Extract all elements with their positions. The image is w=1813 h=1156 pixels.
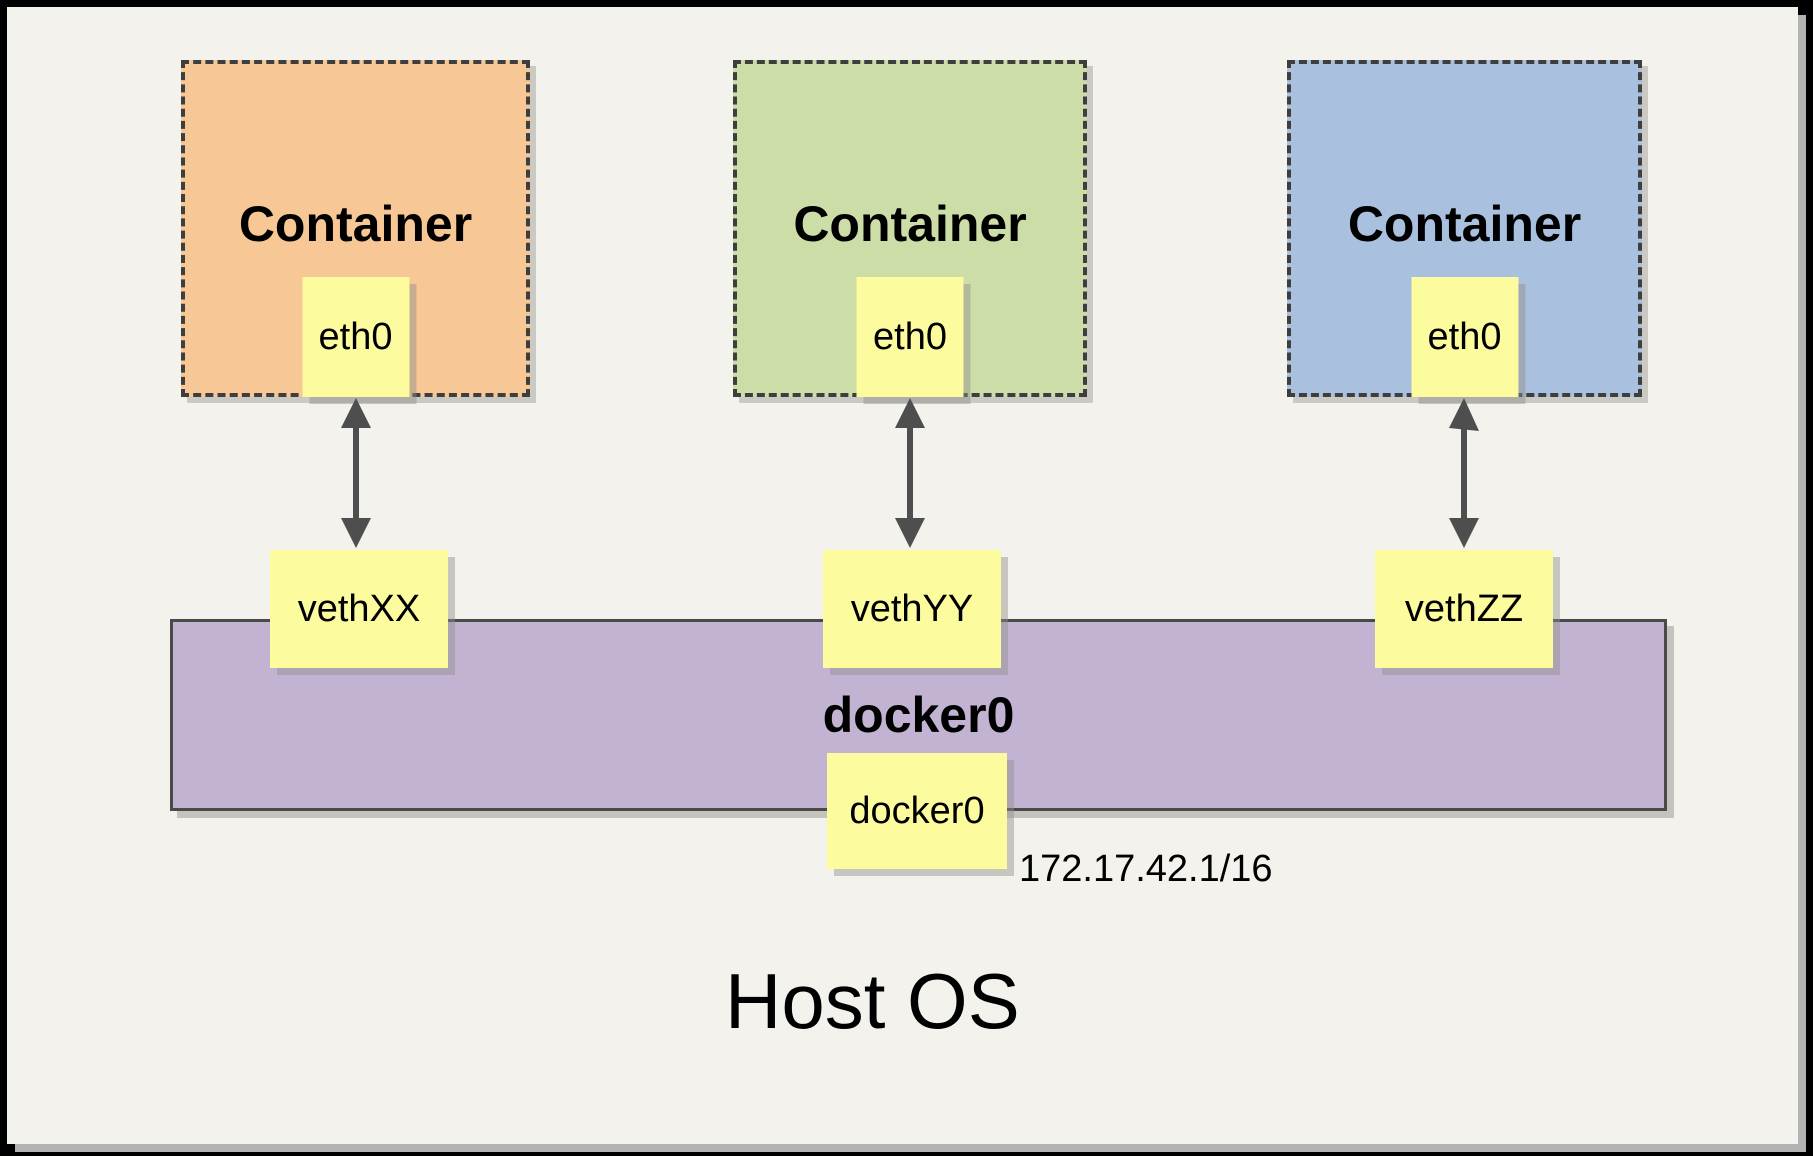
container-2-eth0-box: eth0 [856,277,964,397]
vethxx-label: vethXX [297,587,421,630]
double-arrow-icon [895,398,925,548]
host-os-label: Host OS [725,957,1020,1045]
diagram-page: Container eth0 Container eth0 Container … [7,7,1798,1144]
double-arrow-icon [1449,398,1479,548]
vethzz-label: vethZZ [1404,587,1524,630]
vethyy-box: vethYY [823,550,1001,668]
container-3-eth0-label: eth0 [1427,315,1502,358]
container-3-label: Container [1347,196,1582,252]
vethxx-box: vethXX [270,550,448,668]
container-box-1: Container eth0 [181,60,530,397]
container-1-eth0-box: eth0 [302,277,409,397]
vethyy-label: vethYY [850,587,974,630]
docker0-interface-box: docker0 [827,753,1007,869]
container-3-eth0-box: eth0 [1411,277,1518,397]
container-box-2: Container eth0 [733,60,1087,397]
bridge-ip-label: 172.17.42.1/16 [1019,848,1273,890]
docker0-bridge-label: docker0 [822,687,1015,743]
container-1-eth0-label: eth0 [318,315,393,358]
container-1-label: Container [238,196,473,252]
double-arrow-icon [341,398,371,548]
container-2-eth0-label: eth0 [873,315,947,358]
vethzz-box: vethZZ [1375,550,1553,668]
docker0-interface-label: docker0 [849,789,985,832]
container-box-3: Container eth0 [1287,60,1642,397]
container-2-label: Container [793,196,1027,252]
